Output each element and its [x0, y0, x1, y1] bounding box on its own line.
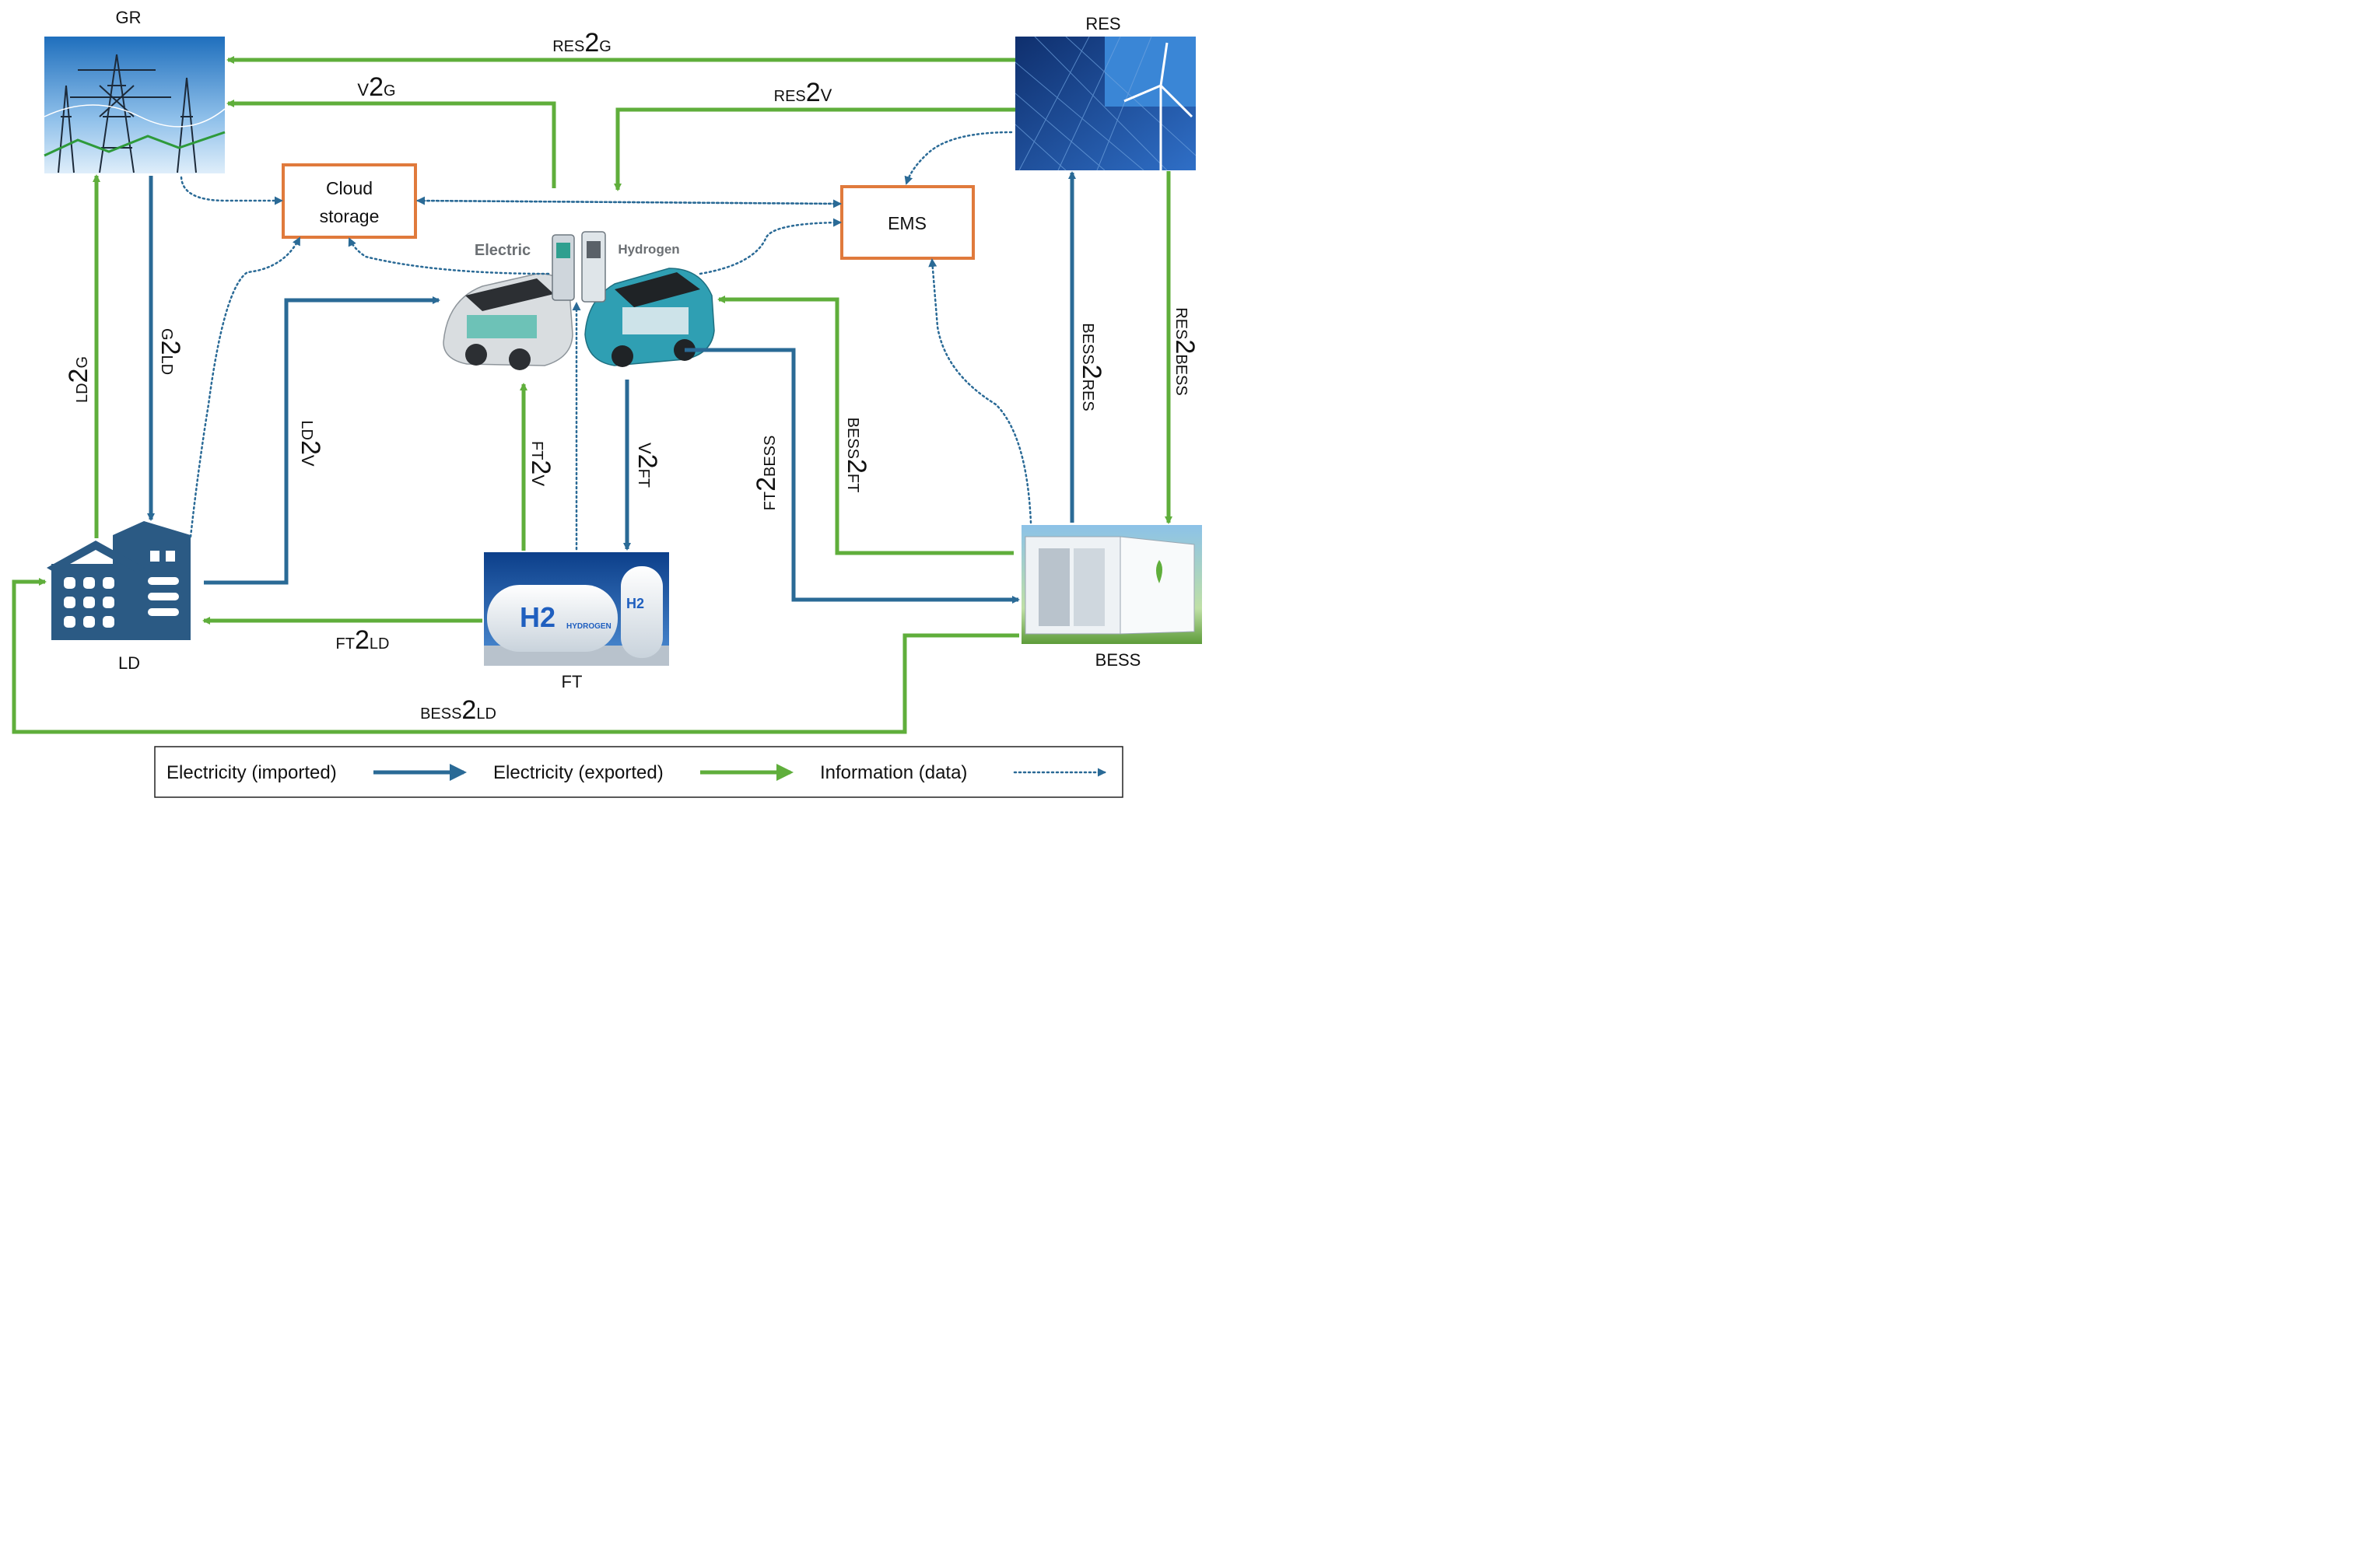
data-arrow-bess-to-ems: [928, 258, 1032, 524]
flow-label-res2bess: RES2BESS: [1170, 307, 1200, 395]
flow-label-bess2res: BESS2RES: [1077, 323, 1106, 411]
grid-image: [44, 37, 226, 173]
data-arrow-vehicle-to-ems: [699, 218, 842, 275]
flow-label-ft2bess: FT2BESS: [752, 436, 781, 511]
station-label-hydrogen: Hydrogen: [618, 242, 679, 257]
flow-label-ft2ld: FT2LD: [336, 625, 390, 655]
arrow-res2v: [614, 107, 1015, 191]
node-label-bess: BESS: [1095, 650, 1141, 670]
data-arrow-gr-to-cloud: [180, 176, 283, 205]
battery-storage-image: [1022, 525, 1202, 644]
flow-label-ld2g: LD2G: [64, 356, 93, 403]
data-arrow-ld-to-cloud: [189, 236, 301, 538]
data-arrow-cloud-to-ems: [416, 199, 842, 208]
h2-tank-label: H2: [520, 601, 555, 633]
cloud-storage-label-line1: Cloud: [326, 178, 373, 198]
arrow-bess2ft: [717, 296, 1014, 555]
h2-small-tank-label: H2: [626, 596, 644, 611]
renewables-image: [1015, 36, 1197, 171]
flow-label-v2g: V2G: [357, 72, 395, 102]
flow-label-ld2v: LD2V: [296, 420, 325, 467]
legend: Electricity (imported) Electricity (expo…: [154, 746, 1123, 798]
buildings-icon: [47, 521, 191, 640]
arrow-v2g: [226, 100, 556, 188]
h2-tank-sublabel: HYDROGEN: [566, 622, 612, 631]
flow-label-res2g: RES2G: [552, 28, 612, 58]
node-label-ld: LD: [118, 653, 140, 673]
cloud-storage-box: Cloud storage: [282, 163, 417, 239]
data-arrow-res-to-ems: [904, 131, 1013, 185]
arrow-ld2v: [204, 296, 440, 585]
flow-label-bess2ld: BESS2LD: [420, 695, 496, 725]
ems-box: EMS: [840, 185, 975, 260]
arrow-bess2ld: [12, 578, 1019, 734]
legend-label-exported: Electricity (exported): [493, 762, 664, 783]
fuel-tank-image: H2 HYDROGEN H2: [484, 552, 669, 666]
flow-label-ft2v: FT2V: [526, 441, 555, 486]
cloud-storage-label-line2: storage: [320, 206, 380, 226]
arrow-ft2bess: [685, 348, 1020, 604]
electric-vehicle-image: [443, 273, 573, 370]
energy-flow-diagram: GR RES LD: [12, 8, 1202, 798]
flow-label-g2ld: G2LD: [156, 328, 185, 375]
station-label-electric: Electric: [475, 242, 531, 259]
ems-label: EMS: [888, 213, 927, 233]
node-label-res: RES: [1085, 14, 1120, 33]
flow-label-res2v: RES2V: [774, 78, 832, 107]
flow-label-bess2ft: BESS2FT: [842, 418, 871, 493]
node-label-ft: FT: [562, 672, 583, 691]
data-arrow-vehicle-to-cloud: [348, 237, 550, 275]
charging-station-icon: [552, 231, 606, 303]
legend-label-imported: Electricity (imported): [166, 762, 337, 783]
hydrogen-vehicle-image: [584, 268, 715, 367]
flow-label-v2ft: V2FT: [633, 443, 662, 488]
legend-label-data: Information (data): [820, 762, 967, 783]
node-label-gr: GR: [116, 8, 142, 27]
